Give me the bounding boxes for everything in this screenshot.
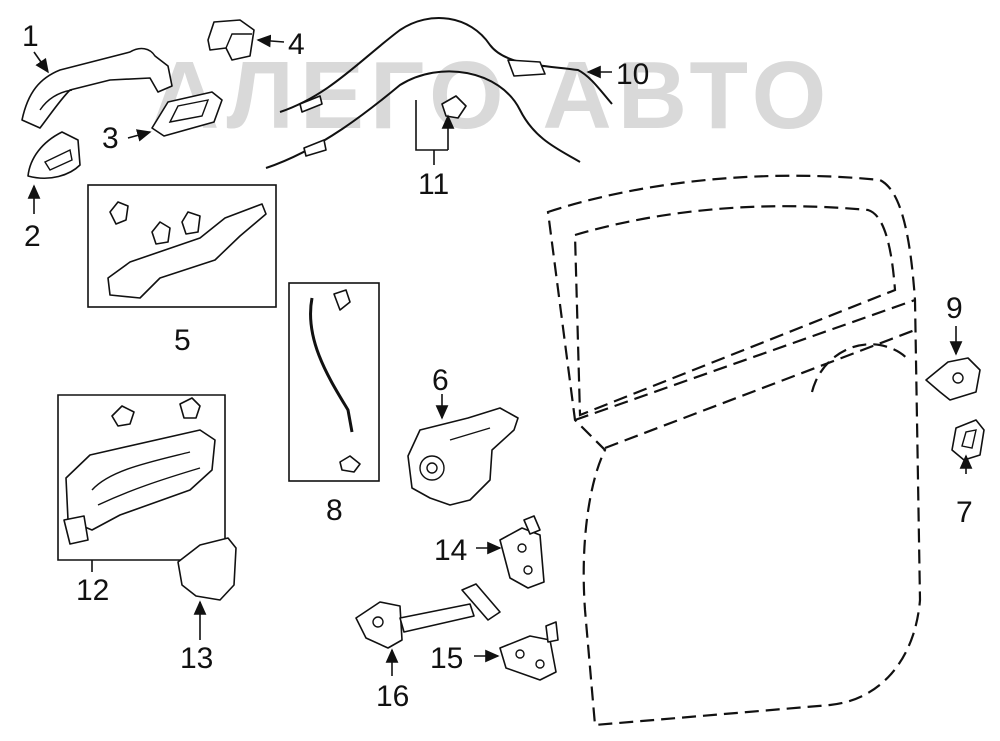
callout-9: 9 bbox=[946, 292, 963, 325]
part-11-cable bbox=[265, 70, 581, 169]
part-10-cable bbox=[279, 17, 613, 113]
callout-7: 7 bbox=[956, 496, 973, 529]
part-2-handle-cap bbox=[27, 131, 81, 180]
part-6-door-latch bbox=[407, 407, 519, 506]
part-5-frame-box bbox=[87, 184, 277, 308]
part-1-outer-handle bbox=[21, 47, 173, 129]
callout-15: 15 bbox=[430, 642, 463, 675]
callout-11: 11 bbox=[418, 168, 449, 201]
callout-12: 12 bbox=[76, 574, 109, 607]
part-8-rod-box bbox=[288, 282, 380, 482]
callout-8: 8 bbox=[326, 494, 343, 527]
callout-2: 2 bbox=[24, 220, 41, 253]
callout-13: 13 bbox=[180, 642, 213, 675]
part-13-bezel bbox=[177, 537, 237, 601]
callout-16: 16 bbox=[376, 680, 409, 713]
part-7-striker bbox=[951, 419, 985, 461]
part-4-cover bbox=[207, 19, 255, 61]
part-8-lock-rod bbox=[309, 289, 361, 473]
watermark-text: АЛЕГО АВТО bbox=[150, 42, 832, 149]
part-15-lower-hinge bbox=[499, 621, 559, 681]
part-16-door-check bbox=[355, 583, 501, 649]
callout-4: 4 bbox=[288, 28, 305, 61]
part-3-handle-base bbox=[151, 91, 223, 137]
callout-1: 1 bbox=[22, 20, 39, 53]
part-12-inner-handle bbox=[63, 397, 216, 545]
callout-3: 3 bbox=[102, 122, 119, 155]
callout-10: 10 bbox=[616, 58, 649, 91]
callout-5: 5 bbox=[174, 324, 191, 357]
part-9-bracket bbox=[925, 357, 981, 401]
part-14-upper-hinge bbox=[499, 515, 545, 589]
rear-door-outline bbox=[546, 174, 922, 727]
callout-6: 6 bbox=[432, 364, 449, 397]
part-5-handle-frame bbox=[107, 201, 267, 299]
leader-lines bbox=[27, 34, 973, 676]
callout-14: 14 bbox=[434, 534, 467, 567]
